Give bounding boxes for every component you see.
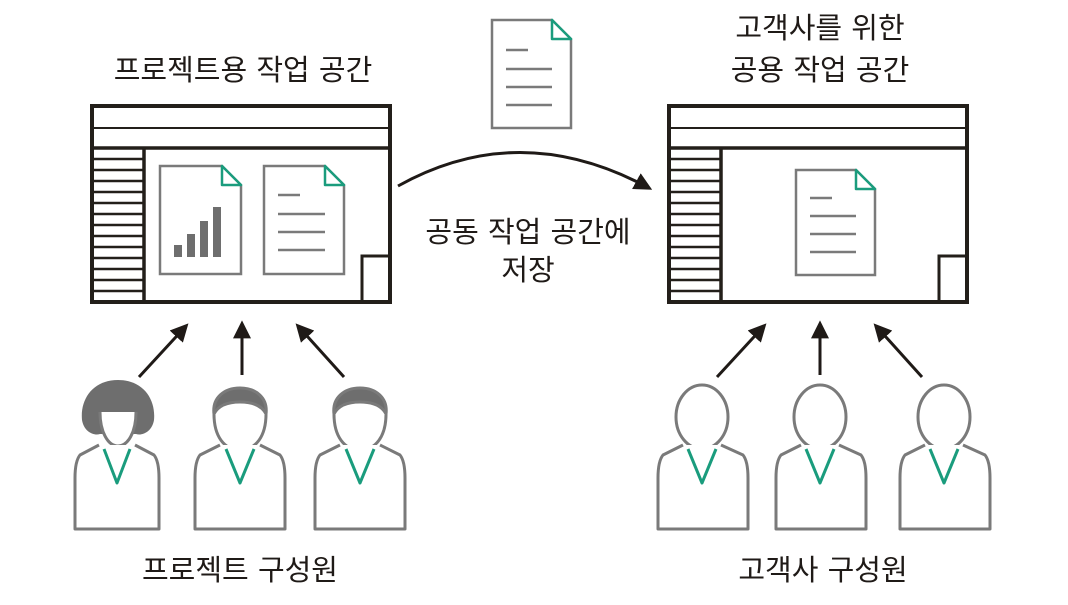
transferred-document-icon xyxy=(490,18,573,130)
project-workspace-window xyxy=(90,104,392,304)
transfer-label-line2: 저장 xyxy=(501,253,554,287)
client-member-arrows xyxy=(715,320,924,379)
client-workspace-window xyxy=(667,104,969,304)
person-icon xyxy=(774,383,868,531)
person-icon xyxy=(193,386,287,531)
text-document-icon xyxy=(794,168,877,277)
project-workspace-title: 프로젝트용 작업 공간 xyxy=(114,53,373,87)
transfer-arrow xyxy=(397,151,653,190)
transfer-label-line1: 공동 작업 공간에 xyxy=(425,215,630,249)
project-member-arrows xyxy=(137,320,346,379)
client-workspace-title-line1: 고객사를 위한 xyxy=(735,11,904,45)
person-icon xyxy=(313,386,407,531)
client-workspace-title-line2: 공용 작업 공간 xyxy=(731,53,910,87)
bar-chart-document-icon xyxy=(158,164,243,276)
client-members-label: 고객사 구성원 xyxy=(738,553,907,587)
text-document-icon xyxy=(262,164,346,276)
person-icon xyxy=(73,380,161,531)
project-members-label: 프로젝트 구성원 xyxy=(142,553,338,587)
person-icon xyxy=(898,383,992,531)
person-icon xyxy=(656,383,750,531)
